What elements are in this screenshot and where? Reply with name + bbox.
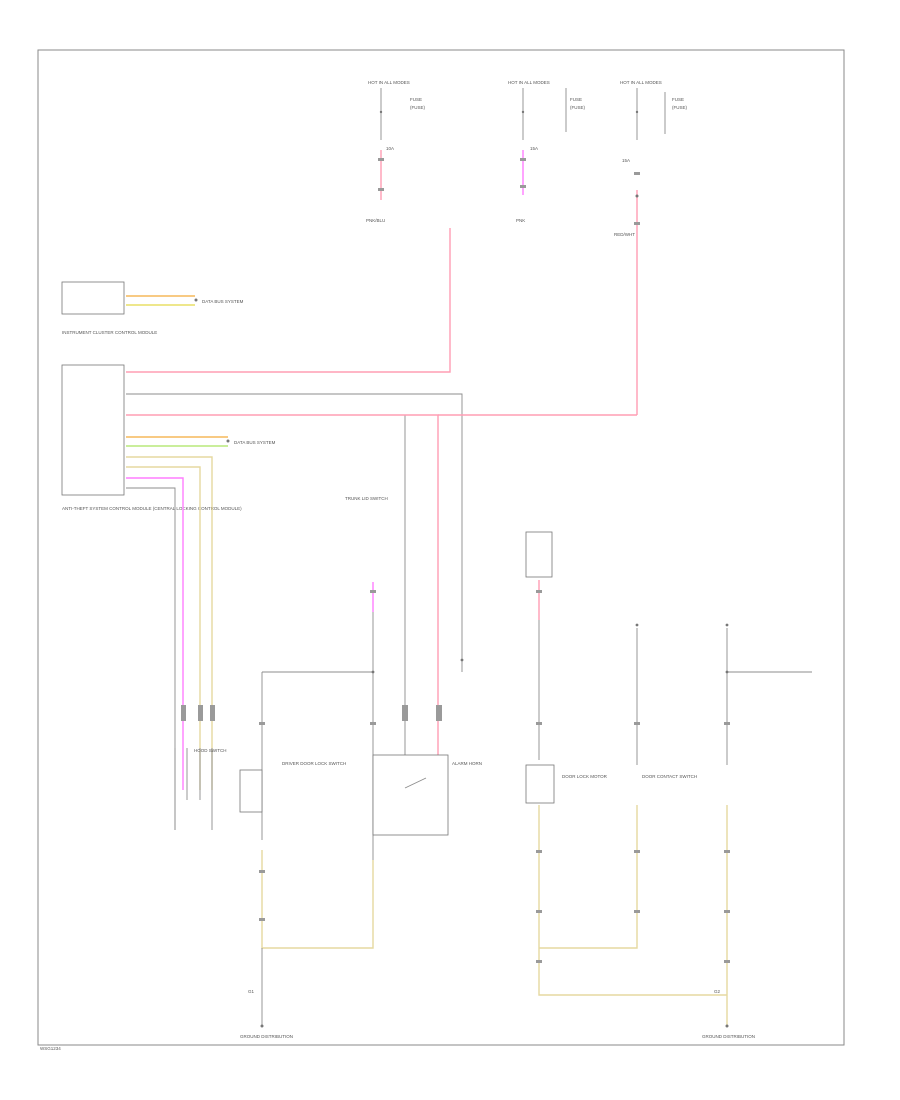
diagram-frame (37, 49, 845, 1046)
ground-1-code: G1 (248, 989, 255, 994)
fuse-1-wire: PNK/BLU (366, 218, 385, 223)
fuse-3-sub: (FUSE) (672, 105, 688, 110)
fuse-2-rating: 15A (530, 146, 538, 151)
fuse-3-rating: 15A (622, 158, 630, 163)
fuse-block-3: HOT IN ALL MODES FUSE (FUSE) 15A RED/WHT (614, 80, 688, 415)
instrument-cluster-label: INSTRUMENT CLUSTER CONTROL MODULE (62, 330, 157, 335)
fuse-block-2: HOT IN ALL MODES FUSE (FUSE) 15A PNK (508, 80, 586, 223)
ground-2-code: G2 (714, 989, 721, 994)
ground-2-label: GROUND DISTRIBUTION (702, 1034, 755, 1039)
fuse-2-sub: (FUSE) (570, 105, 586, 110)
fuse-3-hot-label: HOT IN ALL MODES (620, 80, 662, 85)
fuse-2-wire: PNK (516, 218, 525, 223)
ground-1-label: GROUND DISTRIBUTION (240, 1034, 293, 1039)
door-lock-switch: DRIVER DOOR LOCK SWITCH G1 GROUND DISTRI… (239, 671, 374, 1039)
hood-switch-label: HOOD SWITCH (194, 748, 227, 753)
trunk-lid-switch: TRUNK LID SWITCH ALARM HORN (345, 496, 482, 860)
trunk-switch-label: TRUNK LID SWITCH (345, 496, 388, 501)
door-contact-group: DOOR CONTACT SWITCH G2 GROUND DISTRIBUTI… (539, 623, 812, 1039)
fuse-block-1: HOT IN ALL MODES FUSE (FUSE) 10A PNK/BLU (366, 80, 426, 223)
fuse-2-hot-label: HOT IN ALL MODES (508, 80, 550, 85)
fuse-3-label: FUSE (672, 97, 684, 102)
fuse-1-hot-label: HOT IN ALL MODES (368, 80, 410, 85)
security-module-bus: DATA BUS SYSTEM (234, 440, 276, 445)
instrument-cluster-module: INSTRUMENT CLUSTER CONTROL MODULE DATA B… (61, 281, 244, 335)
alarm-horn-label: ALARM HORN (452, 761, 482, 766)
lock-motor-group: DOOR LOCK MOTOR (525, 531, 727, 996)
fuse-1-rating: 10A (386, 146, 394, 151)
fuse-1-label: FUSE (410, 97, 422, 102)
fuse-2-label: FUSE (570, 97, 582, 102)
lock-motor-label: DOOR LOCK MOTOR (562, 774, 608, 779)
page-code: WSG1234 (40, 1046, 61, 1051)
instrument-cluster-bus: DATA BUS SYSTEM (202, 299, 244, 304)
hood-switch-group: HOOD SWITCH (174, 705, 227, 830)
door-switch-label: DRIVER DOOR LOCK SWITCH (282, 761, 346, 766)
security-module-label: ANTI-THEFT SYSTEM CONTROL MODULE (CENTRA… (62, 506, 242, 511)
fuse-3-wire: RED/WHT (614, 232, 635, 237)
fuse-1-sub: (FUSE) (410, 105, 426, 110)
door-contact-label: DOOR CONTACT SWITCH (642, 774, 697, 779)
security-control-module: ANTI-THEFT SYSTEM CONTROL MODULE (CENTRA… (61, 228, 637, 830)
